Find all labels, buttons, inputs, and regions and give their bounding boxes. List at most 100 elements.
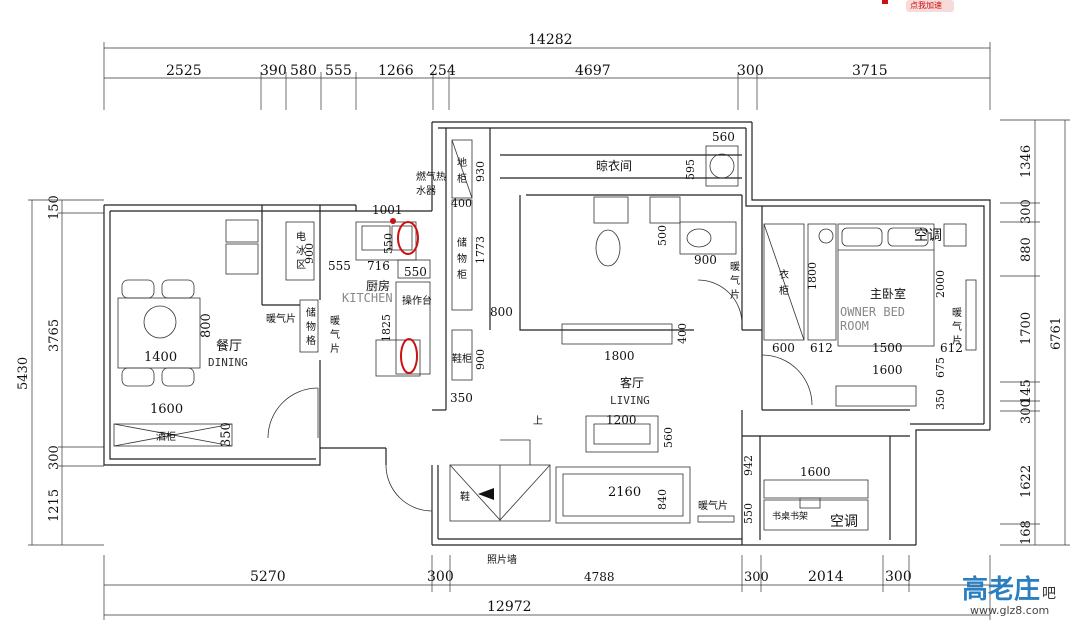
radiator-dining: 暖气片: [266, 312, 296, 325]
kitchen-label-en: KITCHEN: [342, 291, 393, 305]
radiator-bed-1: 暖: [952, 306, 962, 319]
storage-1: 储: [306, 306, 316, 319]
dim-612b: 612: [940, 341, 963, 355]
wardrobe-2: 柜: [779, 284, 789, 297]
storage-cab-1: 储: [457, 236, 467, 249]
dim-800b: 800: [490, 305, 513, 319]
radiator-bath-3: 片: [730, 288, 740, 301]
shoe-cab-1: 鞋: [452, 352, 462, 365]
right-dimensions: 6761 1346 300 880 1700 300 145 1622 168: [1000, 119, 1070, 546]
radiator-living: 暖气片: [698, 499, 728, 512]
fridge-label-3: 区: [296, 259, 306, 271]
dim-600: 600: [772, 341, 795, 355]
dim-right-5: 300: [1019, 399, 1034, 424]
dim-bottom-2: 300: [427, 569, 454, 585]
dim-right-3: 880: [1019, 237, 1034, 262]
dim-550c: 550: [742, 503, 755, 524]
dim-right-8: 168: [1019, 520, 1034, 545]
dim-1825: 1825: [380, 314, 393, 342]
dim-1600a: 1600: [150, 402, 183, 417]
dim-900b: 900: [474, 349, 487, 370]
dim-840: 840: [656, 489, 669, 510]
floor-cab-2: 柜: [457, 172, 467, 185]
fridge-label-2: 冰: [296, 244, 306, 257]
dining-furniture: [113, 219, 319, 447]
dim-1500: 1500: [872, 341, 903, 355]
dim-930: 930: [474, 161, 487, 182]
dim-555: 555: [328, 259, 351, 273]
fridge-label-1: 电: [296, 230, 306, 243]
gas-heater-1: 燃气热: [416, 170, 446, 183]
dim-top-7: 4697: [575, 63, 611, 79]
dim-400a: 400: [451, 197, 472, 210]
dim-675: 675: [934, 357, 947, 378]
watermark-logo-text: 高老庄: [962, 574, 1040, 605]
radiator-bath-1: 暖: [730, 260, 740, 273]
dim-top-total: 14282: [528, 32, 573, 48]
walls: [103, 121, 991, 546]
storage-3: 格: [306, 334, 316, 347]
wardrobe-1: 衣: [779, 268, 789, 281]
top-dimensions: 14282 2525 390 580 555 1266 254 4697 300…: [103, 32, 991, 110]
dim-bottom-4: 300: [744, 570, 769, 585]
kitchen-label-cn: 厨房: [366, 278, 390, 293]
dim-bottom-6: 300: [885, 569, 912, 585]
counter-label: 操作台: [402, 294, 432, 307]
dim-350b: 350: [450, 391, 473, 405]
storage-cab-2: 物: [457, 252, 467, 265]
dim-942: 942: [742, 455, 755, 476]
dim-top-8: 300: [737, 63, 764, 79]
dim-1400: 1400: [144, 350, 177, 365]
bedroom-label-cn: 主卧室: [870, 286, 906, 301]
dim-top-3: 580: [290, 63, 317, 79]
dim-1600c: 1600: [800, 465, 831, 479]
radiator-k-4: 片: [330, 342, 340, 355]
dim-500: 500: [656, 225, 669, 246]
dim-top-5: 1266: [378, 63, 414, 79]
dim-716: 716: [367, 259, 390, 273]
dim-550a: 550: [382, 233, 395, 254]
bath-fixtures: [561, 145, 739, 345]
dim-800a: 800: [199, 313, 214, 338]
bedroom-furniture: [763, 223, 977, 407]
watermark-url: www.glz8.com: [970, 604, 1049, 617]
dim-612a: 612: [810, 341, 833, 355]
dim-350a: 350: [219, 422, 234, 447]
dim-top-4: 555: [325, 63, 352, 79]
dim-right-7: 1622: [1019, 465, 1034, 498]
dim-left-2: 3765: [47, 319, 62, 352]
dim-right-1: 1346: [1019, 145, 1034, 178]
kitchen-furniture: [355, 218, 431, 377]
shoe-label: 鞋: [460, 490, 470, 503]
bedroom-label-en2: ROOM: [840, 319, 869, 333]
dim-left-1: 150: [47, 195, 62, 220]
radiator-bed-2: 气: [952, 320, 962, 333]
dim-1800a: 1800: [604, 349, 635, 363]
radiator-k-3: 气: [330, 328, 340, 341]
bookshelf-label: 书桌书架: [772, 510, 808, 522]
living-label-cn: 客厅: [620, 375, 644, 390]
dim-550b: 550: [404, 265, 427, 279]
watermark-logo: 高老庄 吧 www.glz8.com: [962, 574, 1056, 617]
drying-room-label: 晾衣间: [596, 158, 632, 173]
dim-350c: 350: [934, 389, 947, 410]
up-label: 上: [533, 415, 543, 427]
dim-1800b: 1800: [806, 262, 819, 290]
photo-wall-label: 照片墙: [487, 553, 517, 566]
top-badge-label[interactable]: 点我加速: [910, 0, 942, 10]
dim-1600b: 1600: [872, 363, 903, 377]
dim-left-total: 5430: [16, 357, 31, 390]
ac1-label: 空调: [914, 228, 942, 244]
dim-560b: 560: [662, 427, 675, 448]
floor-cab-1: 地: [457, 156, 467, 169]
dim-left-3: 300: [47, 445, 62, 470]
dim-top-2: 390: [260, 63, 287, 79]
doors: [267, 279, 813, 512]
dim-900a: 900: [303, 243, 316, 264]
dining-label-en: DINING: [208, 356, 248, 369]
radiator-bath-2: 气: [730, 274, 740, 287]
top-badge[interactable]: 点我加速: [882, 0, 954, 12]
dim-400b: 400: [676, 323, 689, 344]
dim-bottom-3: 4788: [584, 570, 615, 584]
